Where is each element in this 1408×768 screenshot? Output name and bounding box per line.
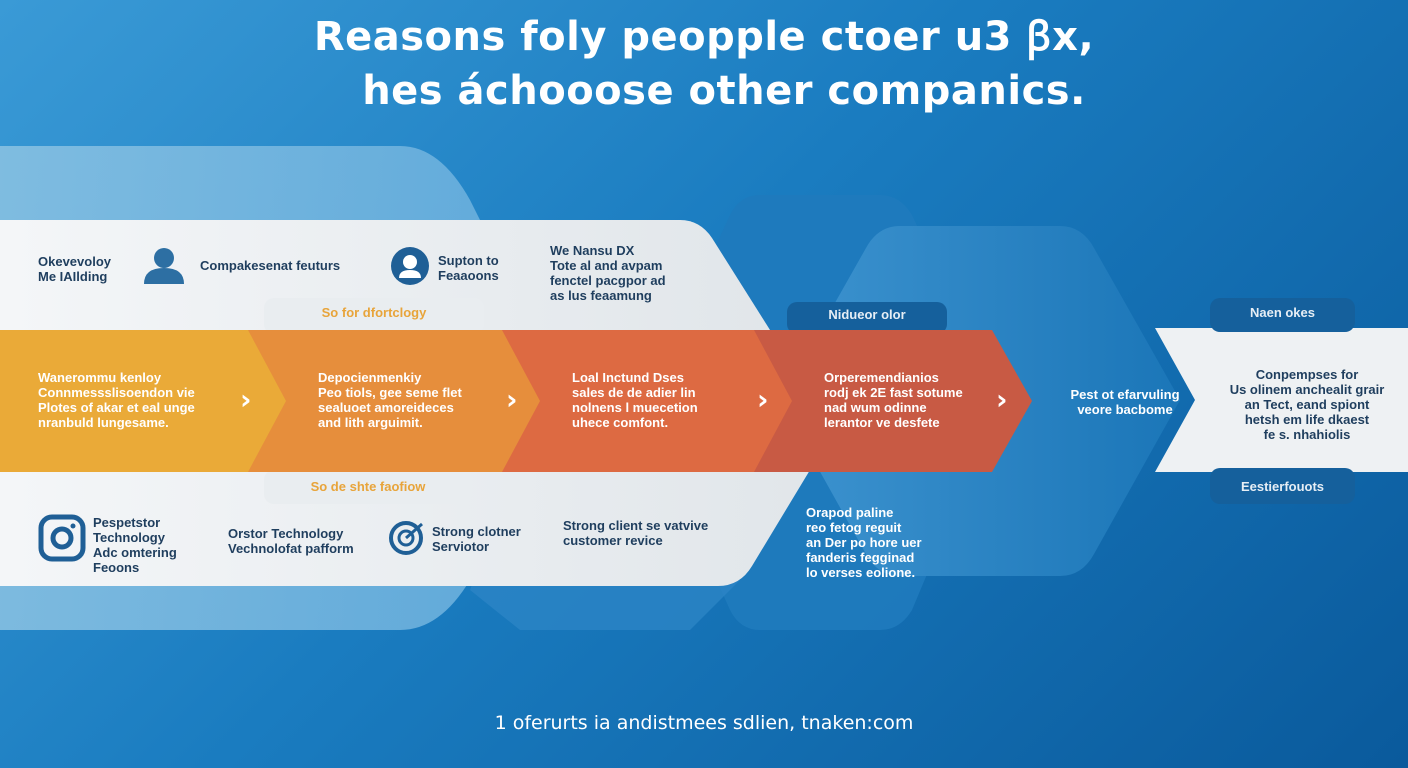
bottom-band	[0, 470, 810, 586]
top-item-2: Compakesenat feuturs	[200, 258, 341, 273]
chevron-right-icon: ›	[757, 383, 769, 416]
lower-hex-text: Orapod paline reo fetog reguit an Der po…	[806, 505, 922, 580]
support-agent-icon	[391, 247, 429, 285]
title-line-1: Reasons foly peopple ctoer u3 ꞵx,	[313, 14, 1095, 60]
step-arrow-4	[754, 330, 1032, 472]
step-arrow-2	[248, 330, 542, 472]
tab-top-mid	[264, 298, 484, 334]
person-icon	[144, 248, 184, 284]
step-3-text: Loal Inctund Dses sales de de adier lin …	[572, 370, 698, 430]
right-band-text: Conpempses for Us olinem anchealit grair…	[1229, 367, 1385, 442]
step-4-text: Orperemendianios rodj ek 2E fast sotume …	[824, 370, 963, 430]
tab-top-mid-label: So for dfortclogy	[321, 305, 427, 320]
bottom-item-3: Strong clotner Serviotor	[432, 524, 521, 554]
chevron-right-icon: ›	[996, 383, 1008, 416]
blue-hex-text: Pest ot efarvuling veore bacbome	[1070, 387, 1180, 417]
bottom-item-4: Strong client se vatvive customer revice	[563, 518, 709, 548]
top-band	[0, 220, 770, 330]
tab-far-right-top	[1210, 298, 1355, 332]
top-item-3: Supton to Feaaoons	[438, 253, 499, 283]
tab-far-right-bottom	[1210, 468, 1355, 504]
tab-bottom-mid-label: So de shte faofiow	[310, 479, 426, 494]
step-1-text: Wanerommu kenloy Connmessslisoendon vie …	[38, 370, 195, 430]
chevron-right-icon: ›	[506, 383, 518, 416]
title-line-2: hes áchooose other companics.	[362, 68, 1086, 114]
page-title: Reasons foly peopple ctoer u3 ꞵx, hes ác…	[0, 10, 1408, 118]
step-arrow-1	[0, 330, 288, 472]
tab-far-right-bottom-label: Eestierfouots	[1240, 479, 1325, 494]
target-icon	[389, 521, 423, 555]
chevron-right-icon: ›	[240, 383, 252, 416]
tab-right-top-label: Nidueor olor	[828, 307, 906, 322]
tab-bottom-mid	[264, 470, 472, 504]
bottom-item-1: Pespetstor Technology Adc omtering Feoon…	[93, 515, 177, 575]
top-item-1: Okevevoloy Me IAIlding	[38, 254, 111, 284]
bottom-item-2: Orstor Technology Vechnolofat pafform	[228, 526, 354, 556]
step-arrow-3	[502, 330, 794, 472]
tab-right-top	[787, 302, 947, 334]
instagram-icon	[38, 514, 86, 562]
right-band	[1155, 328, 1408, 472]
tab-far-right-top-label: Naen okes	[1249, 305, 1316, 320]
footer-text: 1 oferurts ia andistmees sdlien, tnaken:…	[494, 712, 914, 734]
step-2-text: Depocienmenkiy Peo tiols, gee seme flet …	[318, 370, 462, 430]
top-item-4: We Nansu DX Tote al and avpam fenctel pa…	[550, 243, 666, 303]
